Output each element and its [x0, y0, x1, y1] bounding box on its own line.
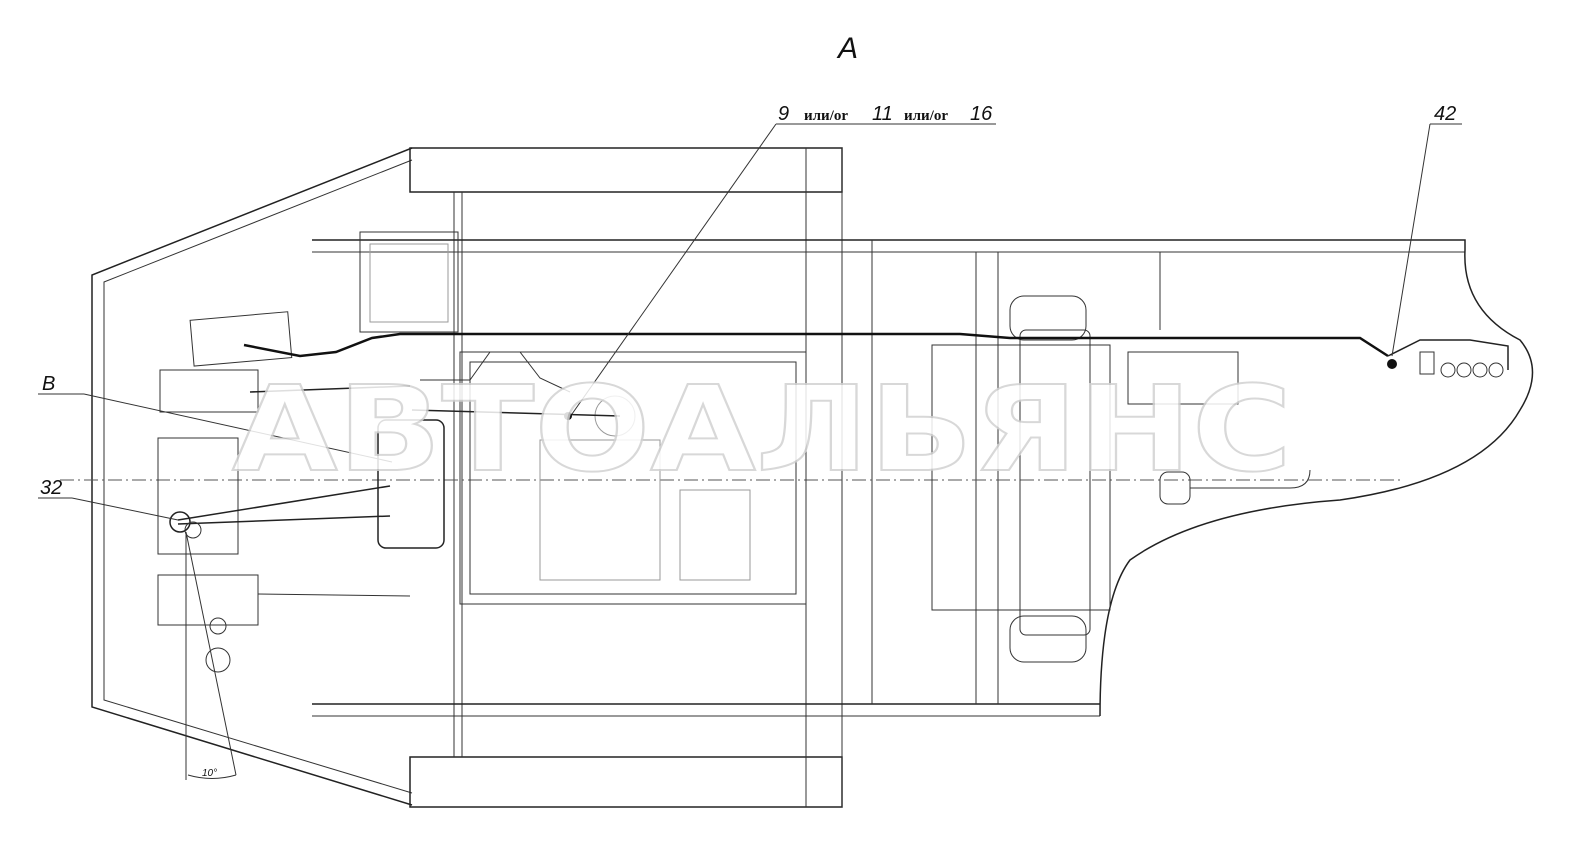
engine-block [459, 329, 1111, 636]
callout-number-16: 16 [970, 103, 993, 125]
leader-lines [38, 123, 1462, 521]
angle-dimension: 10° [202, 768, 217, 779]
view-label: А [836, 32, 858, 65]
callout-number-9: 9 [778, 103, 789, 125]
rear-accessories [1127, 351, 1504, 505]
control-cable [243, 332, 1509, 597]
callout-42: 42 [1434, 103, 1456, 125]
callout-separator-1: или/or [804, 108, 848, 124]
callout-b: В [42, 373, 55, 395]
callout-32: 32 [40, 477, 62, 499]
chassis-frame [312, 239, 1534, 717]
callout-top-center: 9 или/or 11 или/or 16 [778, 103, 993, 125]
watermark: АВТОАЛЬЯНС [232, 360, 1292, 498]
brackets [157, 231, 1087, 663]
lever-linkage [169, 485, 391, 780]
callout-number-11: 11 [872, 103, 893, 125]
callout-separator-2: или/or [904, 108, 948, 124]
